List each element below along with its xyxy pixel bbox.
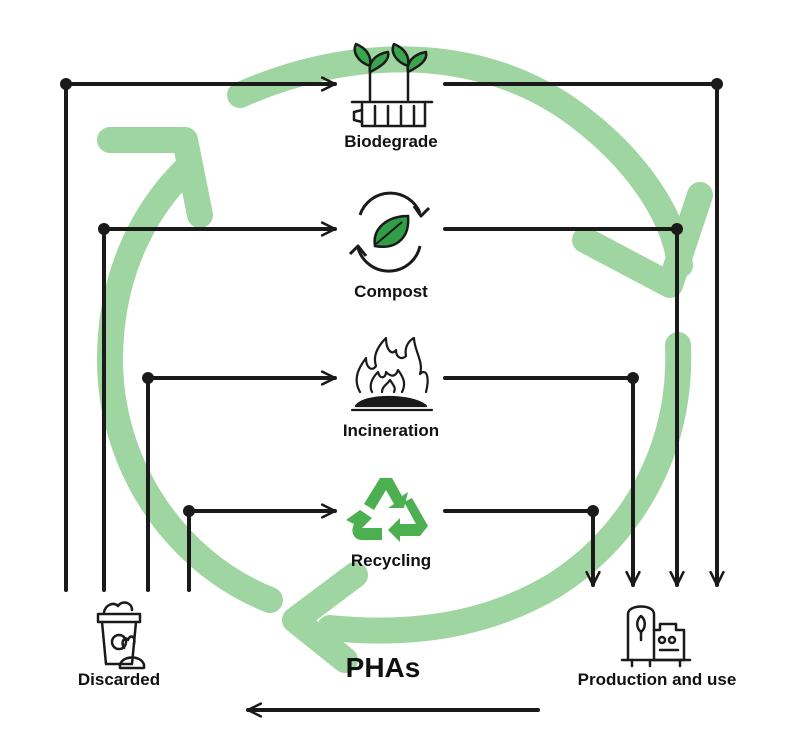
recycle-icon [346, 478, 428, 542]
flow-discarded-incineration [146, 370, 337, 592]
factory-icon [620, 605, 692, 668]
junction-dots [60, 78, 723, 517]
compost-label: Compost [354, 282, 428, 301]
fire-icon [350, 336, 434, 412]
sprouting-plants-bottle-icon [350, 42, 434, 128]
cycle-arc-top [227, 46, 693, 278]
leaf-cycle-icon [348, 191, 431, 273]
production-label: Production and use [577, 670, 737, 689]
cycle-arrowhead-right [572, 182, 713, 298]
flow-discarded-compost [102, 221, 337, 592]
cycle-arc-right [317, 332, 692, 644]
biodegrade-label: Biodegrade [344, 132, 438, 151]
discarded-label: Discarded [77, 670, 161, 689]
cycle-arc-left [97, 157, 283, 613]
center-label: PHAs [345, 652, 421, 683]
cycle-arrows [97, 46, 713, 673]
recycling-label: Recycling [350, 551, 432, 570]
trash-bin-icon [96, 601, 146, 670]
cycle-arrowhead-bottom [282, 562, 368, 673]
cycle-arrowhead-left [97, 127, 213, 228]
incineration-label: Incineration [342, 421, 440, 440]
